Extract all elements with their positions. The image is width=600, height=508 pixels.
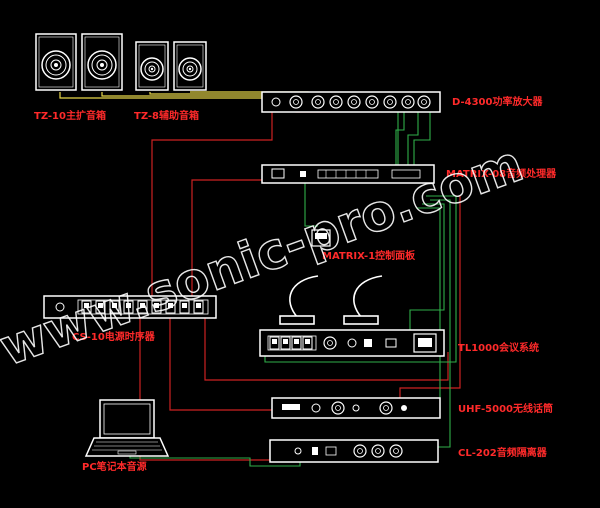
label-tz10: TZ-10主扩音箱 [34, 109, 106, 122]
label-conference: TL1000会议系统 [458, 341, 539, 354]
label-tz8: TZ-8辅助音箱 [134, 109, 199, 122]
pc-laptop [84, 399, 170, 457]
label-isolator: CL-202音频隔离器 [458, 446, 548, 459]
label-panel: MATRIX-1控制面板 [322, 249, 416, 262]
label-wireless: UHF-5000无线话筒 [458, 402, 553, 415]
label-matrix: MATRIX-08音频处理器 [446, 167, 557, 180]
uhf5000-wireless-receiver [271, 397, 441, 419]
cs10-power-sequencer [43, 295, 217, 319]
gooseneck-microphones [279, 275, 383, 325]
matrix08-processor [261, 164, 435, 184]
label-sequencer: CS-10电源时序器 [72, 330, 156, 343]
label-pc: PC笔记本音源 [82, 460, 147, 473]
tz8-aux-speakers [135, 41, 207, 91]
label-amp: D-4300功率放大器 [452, 95, 543, 108]
tl1000-conference-unit [259, 329, 445, 357]
red-cables [139, 100, 461, 461]
matrix1-control-panel [311, 229, 331, 247]
d4300-amplifier [261, 91, 441, 113]
tz10-main-speakers [35, 33, 123, 91]
cl202-audio-isolator [269, 439, 439, 463]
